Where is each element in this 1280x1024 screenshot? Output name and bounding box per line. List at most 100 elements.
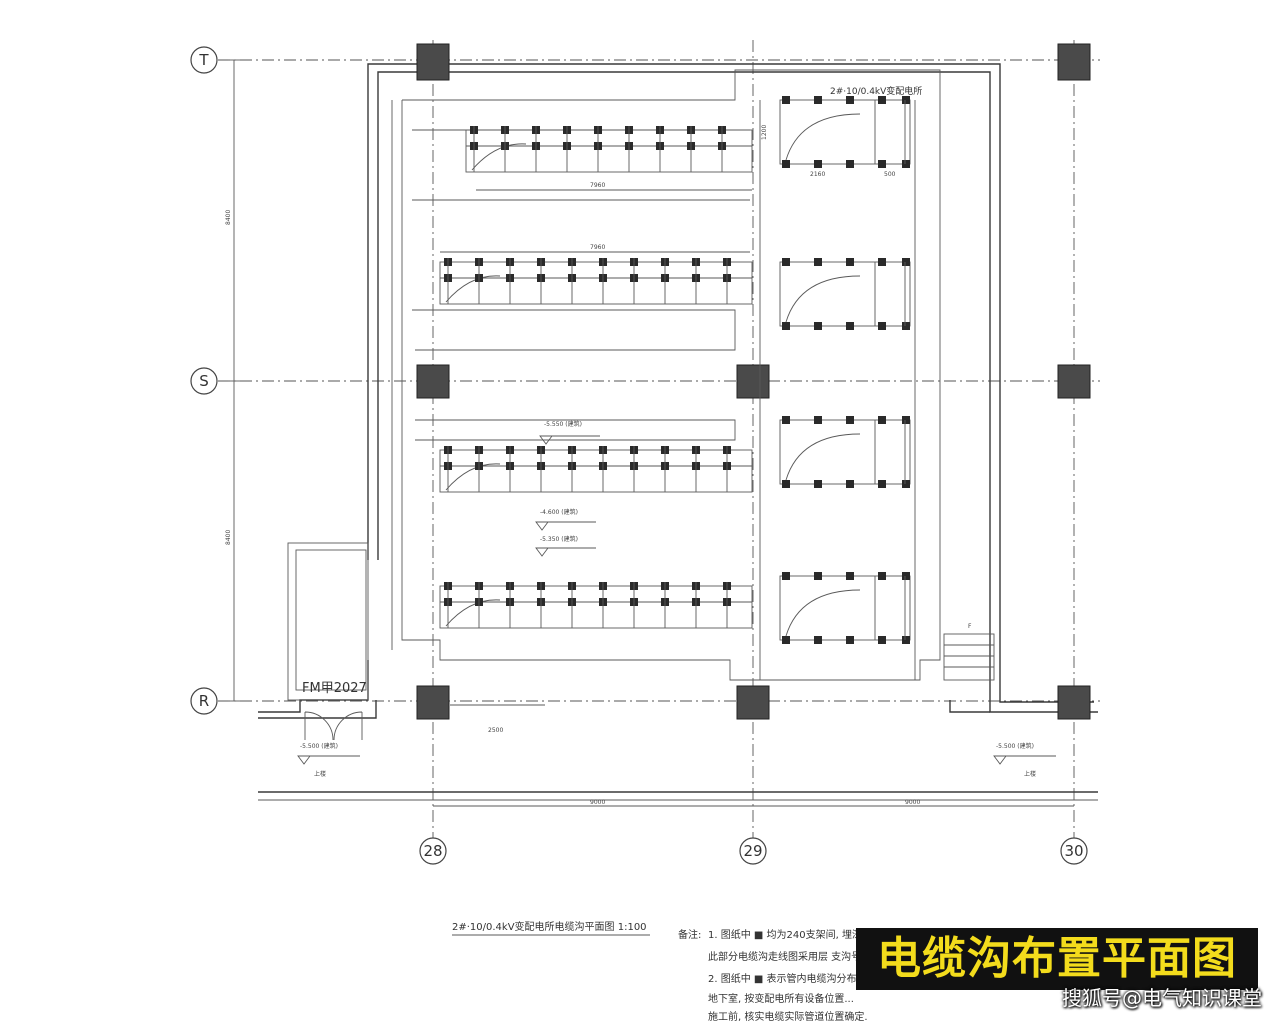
svg-text:-5.350 (建筑): -5.350 (建筑) [540,535,578,543]
elevation-left-entry: -5.500 (建筑) 上楼 [297,742,360,778]
svg-text:-5.500 (建筑): -5.500 (建筑) [300,742,338,750]
cable-bracket [902,258,910,266]
axis-label-28: 28 [423,842,442,860]
note-line5: 施工前, 核实电缆实际管道位置确定. [708,1010,868,1023]
door-label: FM甲2027 [302,681,367,696]
column-S-29 [736,364,770,399]
note-line4: 地下室, 按变配电所有设备位置... [708,992,854,1005]
entry-door: FM甲2027 [302,681,367,741]
dim-trench-len: 7960 [590,182,605,189]
stair-label-right: 上楼 [1024,770,1036,778]
dim-2160: 2160 [810,171,825,178]
axis-label-29: 29 [743,842,762,860]
cable-bracket [782,480,790,488]
column-T-28 [416,43,450,81]
watermark-text: 搜狐号@电气知识课堂 [1062,986,1262,1010]
dim-bay-left: 9000 [590,799,605,806]
column-S-30 [1057,364,1091,399]
trench-right-row-4 [779,572,911,644]
svg-text:-4.600 (建筑): -4.600 (建筑) [540,508,578,516]
trench-row-4 [439,582,753,629]
room-outline: 2#·10/0.4kV变配电所 [391,69,941,681]
left-dimension-line: 8400 8400 [225,59,240,702]
cable-bracket [814,636,822,644]
cable-bracket [846,322,854,330]
stair-label-left: 上楼 [314,770,326,778]
stair-up-label: F [968,623,972,630]
cable-bracket [846,636,854,644]
axis-bubble-R: R [190,687,218,715]
cable-bracket [814,160,822,168]
svg-text:-5.500 (建筑): -5.500 (建筑) [996,742,1034,750]
cable-bracket [814,322,822,330]
axis-bubble-T: T [190,46,218,74]
cable-bracket [782,160,790,168]
cable-bracket [878,572,886,580]
cable-bracket [782,636,790,644]
cable-bracket [902,96,910,104]
dim-trench-len2: 7960 [590,244,605,251]
cable-bracket [846,572,854,580]
cable-bracket [782,572,790,580]
cable-bracket [902,480,910,488]
cable-bracket [782,96,790,104]
cable-bracket [902,572,910,580]
trench-rows-right [779,96,911,644]
elevation-trench-b: -4.600 (建筑) [535,508,596,531]
cable-bracket [782,258,790,266]
svg-text:-5.550 (建筑): -5.550 (建筑) [544,420,582,428]
overlay-title-banner: 电缆沟布置平面图 [856,928,1258,990]
column-S-28 [416,364,450,399]
cable-bracket [878,636,886,644]
trench-row-3 [439,446,753,493]
plan-dimension-labels: 7960 7960 2500 2160 500 1200 [440,125,896,734]
trench-right-row-2 [779,258,911,330]
cable-bracket [878,96,886,104]
cable-bracket [902,160,910,168]
cable-bracket [814,96,822,104]
cable-bracket [846,258,854,266]
dim-row-lower: 8400 [225,530,232,545]
cable-bracket [902,322,910,330]
cable-bracket [782,322,790,330]
column-R-29 [736,685,770,720]
dim-row-upper: 8400 [225,210,232,225]
elevation-trench-a: -5.550 (建筑) [539,420,600,445]
elevation-marks: -5.550 (建筑) -4.600 (建筑) -5.350 (建筑) -5.5… [297,420,1056,778]
cable-bracket [878,160,886,168]
dim-500: 500 [884,171,896,178]
elevation-right-entry: -5.500 (建筑) 上楼 [993,742,1056,778]
column-T-30 [1057,43,1091,81]
note-lead: 备注: [678,928,701,941]
column-R-28 [416,685,450,720]
cable-bracket [902,636,910,644]
elevation-trench-c: -5.350 (建筑) [535,535,596,557]
trench-row-2 [439,258,753,305]
axis-bubble-29: 29 [739,837,767,865]
cable-bracket [878,258,886,266]
cable-bracket [814,416,822,424]
cable-bracket [814,572,822,580]
cable-bracket [846,96,854,104]
cable-bracket [846,160,854,168]
axis-label-T: T [198,51,209,69]
cable-bracket [846,416,854,424]
drawing-title-block: 2#·10/0.4kV变配电所电缆沟平面图 1:100 [452,920,650,936]
column-R-30 [1057,685,1091,720]
room-title: 2#·10/0.4kV变配电所 [830,85,922,97]
cable-bracket [902,416,910,424]
drawing-title: 2#·10/0.4kV变配电所电缆沟平面图 1:100 [452,920,647,933]
axis-label-30: 30 [1064,842,1083,860]
axis-bubble-30: 30 [1060,837,1088,865]
dim-2500: 2500 [488,727,503,734]
bottom-dimension-line: 9000 9000 [258,791,1098,807]
right-stair: F [943,623,995,681]
cable-bracket [846,480,854,488]
axis-label-R: R [199,692,209,710]
cable-bracket [814,480,822,488]
trench-rows-left [439,126,753,629]
trench-right-row-3 [779,416,911,488]
trench-right-row-1 [779,96,911,168]
building-walls [258,63,1098,719]
